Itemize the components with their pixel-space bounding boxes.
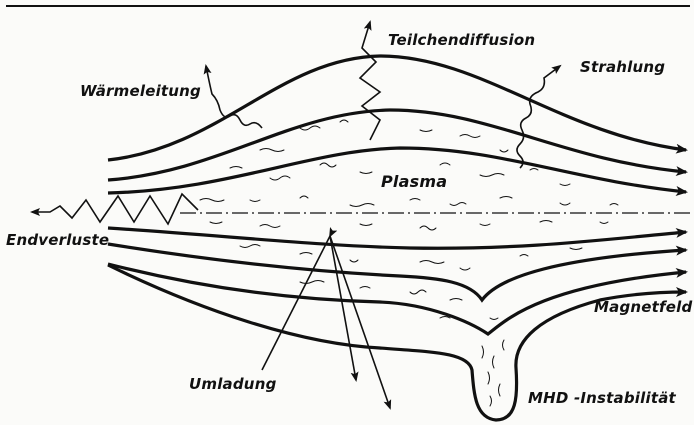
field-line-lower-2 bbox=[108, 244, 686, 300]
endverluste-arrow bbox=[32, 194, 198, 224]
label-mhd-instabilitaet: MHD -Instabilität bbox=[528, 389, 676, 407]
label-teilchendiffusion: Teilchendiffusion bbox=[388, 31, 535, 49]
strahlung-arrow bbox=[517, 66, 560, 168]
umladung-arrow-1 bbox=[262, 236, 330, 370]
label-umladung: Umladung bbox=[189, 375, 277, 393]
label-endverluste: Endverluste bbox=[6, 231, 109, 249]
plasma-texture bbox=[200, 120, 618, 406]
label-magnetfeld: Magnetfeld bbox=[594, 298, 692, 316]
label-strahlung: Strahlung bbox=[580, 58, 665, 76]
label-plasma: Plasma bbox=[381, 172, 447, 191]
waermeleitung-arrow bbox=[206, 66, 262, 128]
teilchendiffusion-arrow bbox=[360, 22, 380, 140]
field-line-upper-middle bbox=[108, 110, 686, 180]
umladung-arrow-2 bbox=[330, 236, 356, 380]
umladung-arrow-3 bbox=[330, 236, 390, 408]
label-waermeleitung: Wärmeleitung bbox=[80, 82, 201, 100]
field-line-lower-1 bbox=[108, 228, 686, 248]
